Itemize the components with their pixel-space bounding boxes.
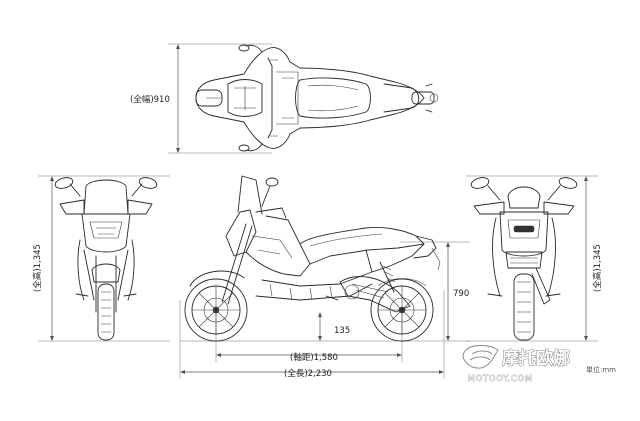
side-view: 790 135 (軸距)1,580 (全長)2,230: [179, 175, 470, 379]
rear-height-label: (全高)1,345: [592, 244, 603, 292]
overall-length-label: (全長)2,230: [284, 368, 332, 379]
watermark-brand: 摩托欧娜: [502, 348, 570, 369]
unit-note: 単位:mm: [586, 365, 616, 374]
rear-wheel: [370, 278, 434, 342]
front-wheel: [184, 278, 248, 342]
front-view: (全高)1,345: [32, 175, 170, 342]
overall-width-label: (全幅)910: [130, 94, 170, 105]
top-view: (全幅)910: [130, 43, 439, 154]
watermark-logo-icon: [462, 345, 499, 369]
watermark: 摩托欧娜 MOTOOY.COM: [462, 345, 570, 383]
wheelbase-label: (軸距)1,580: [290, 352, 338, 363]
front-height-label: (全高)1,345: [32, 244, 43, 292]
watermark-site: MOTOOY.COM: [468, 374, 533, 383]
seat-height-label: 790: [453, 289, 469, 299]
rear-view: (全高)1,345: [466, 175, 603, 342]
ground-clearance-label: 135: [334, 326, 350, 336]
